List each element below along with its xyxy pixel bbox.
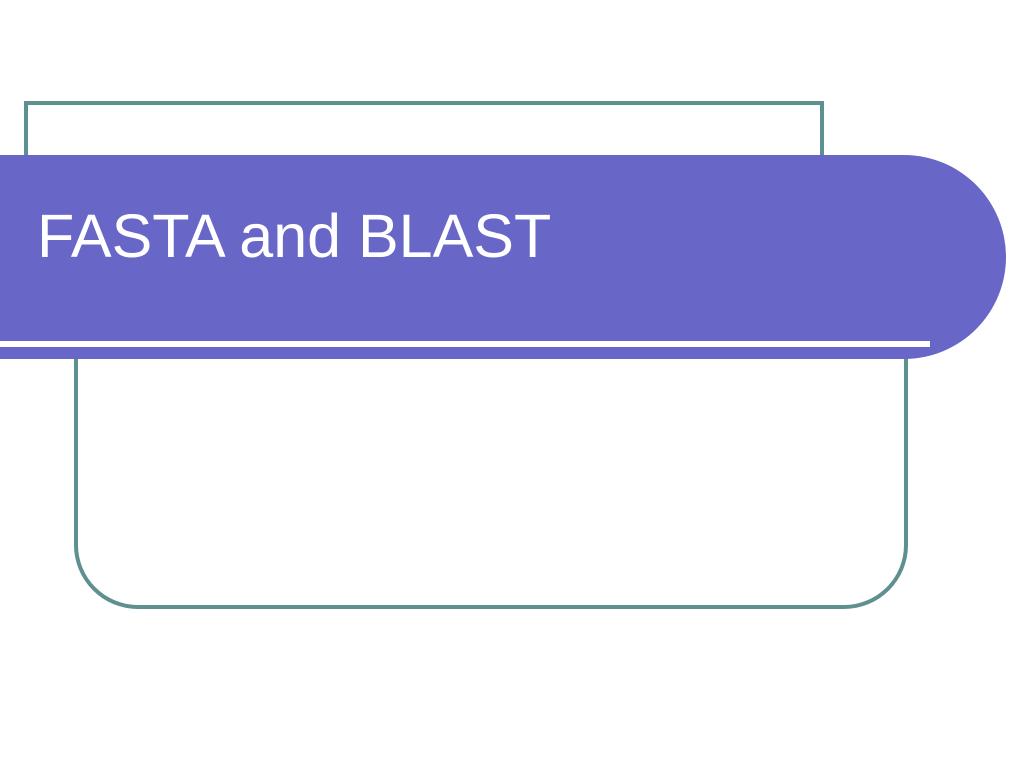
top-decorative-frame — [24, 101, 824, 181]
content-frame — [74, 330, 908, 609]
slide-title: FASTA and BLAST — [37, 202, 552, 270]
title-underline — [0, 341, 930, 347]
title-band — [0, 155, 1006, 359]
